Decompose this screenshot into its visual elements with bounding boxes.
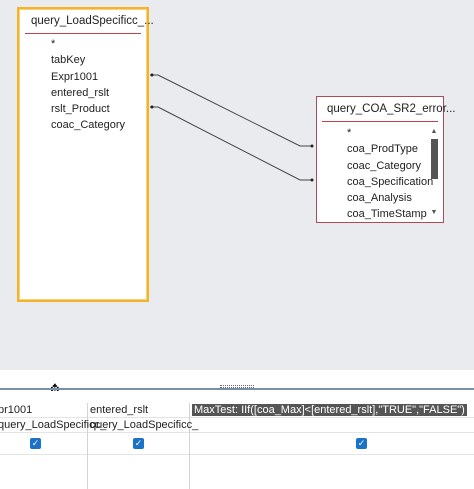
field-list: * coa_ProdType coac_Category coa_Specifi… <box>317 122 443 223</box>
field-cell[interactable]: MaxTest: IIf([coa_Max]<[entered_rslt],"T… <box>190 403 474 418</box>
table-query-loadspecificc[interactable]: query_LoadSpecificc_... * tabKey Expr100… <box>17 7 154 302</box>
table-title[interactable]: query_LoadSpecificc_... <box>31 15 154 27</box>
show-checkbox[interactable]: ✓ <box>356 438 367 449</box>
show-cell[interactable]: ✓ <box>0 433 87 455</box>
field-cell[interactable]: pr1001 <box>0 403 87 418</box>
show-cell[interactable]: ✓ <box>88 433 189 455</box>
scroll-up-arrow-icon[interactable]: ▲ <box>430 128 438 135</box>
query-design-grid: pr1001 query_LoadSpecificc_ ✓ entered_rs… <box>0 391 474 489</box>
show-checkbox[interactable]: ✓ <box>30 438 41 449</box>
title-divider <box>25 33 141 34</box>
field-item[interactable]: coa_ProdType <box>347 143 418 156</box>
join-line-expr1001-connector[interactable] <box>157 74 313 147</box>
join-line-rslt-product-connector[interactable] <box>157 106 313 181</box>
pane-splitter[interactable]: ✥ <box>0 370 474 396</box>
field-list: * tabKey Expr1001 entered_rslt rslt_Prod… <box>19 34 147 134</box>
table-cell[interactable] <box>190 418 474 433</box>
join-lines <box>150 73 314 182</box>
field-item[interactable]: * <box>347 127 352 139</box>
join-dot-1 <box>150 73 154 77</box>
scroll-down-arrow-icon[interactable]: ▼ <box>430 209 438 216</box>
join-dot-4 <box>310 178 314 182</box>
field-item[interactable]: coa_Specification <box>347 175 434 188</box>
table-query-coa-sr2-error[interactable]: query_COA_SR2_error... * coa_ProdType co… <box>316 96 456 223</box>
field-item[interactable]: coac_Category <box>347 159 421 172</box>
table-cell[interactable]: query_LoadSpecificc_ <box>88 419 199 433</box>
splitter-grip[interactable] <box>220 385 254 388</box>
grid-column[interactable]: pr1001 query_LoadSpecificc_ ✓ <box>0 403 106 489</box>
field-cell[interactable]: entered_rslt <box>88 403 189 418</box>
scrollbar-thumb[interactable] <box>431 139 438 179</box>
grid-column[interactable]: MaxTest: IIf([coa_Max]<[entered_rslt],"T… <box>190 403 474 489</box>
field-item[interactable]: coa_TimeStamp <box>347 208 427 221</box>
splitter-bar[interactable] <box>0 388 474 390</box>
title-divider <box>322 121 438 122</box>
field-list-scrollbar[interactable]: ▲ ▼ <box>429 127 439 218</box>
show-checkbox[interactable]: ✓ <box>133 438 144 449</box>
field-item[interactable]: * <box>51 38 56 50</box>
field-item[interactable]: rslt_Product <box>51 103 110 116</box>
field-item[interactable]: Expr1001 <box>51 70 99 83</box>
join-dot-3 <box>310 144 314 148</box>
grid-column[interactable]: entered_rslt query_LoadSpecificc_ ✓ <box>88 403 199 489</box>
table-cell[interactable]: query_LoadSpecificc_ <box>0 418 106 433</box>
show-cell[interactable]: ✓ <box>190 433 474 455</box>
field-item[interactable]: coa_Analysis <box>347 192 412 205</box>
join-dot-2 <box>150 105 154 109</box>
field-item[interactable]: entered_rslt <box>51 86 110 99</box>
table-title[interactable]: query_COA_SR2_error... <box>327 103 456 115</box>
selected-expression[interactable]: MaxTest: IIf([coa_Max]<[entered_rslt],"T… <box>192 404 467 416</box>
field-item[interactable]: coac_Category <box>51 119 125 132</box>
query-design-area[interactable]: query_LoadSpecificc_... * tabKey Expr100… <box>0 0 474 370</box>
field-item[interactable]: tabKey <box>51 54 86 67</box>
